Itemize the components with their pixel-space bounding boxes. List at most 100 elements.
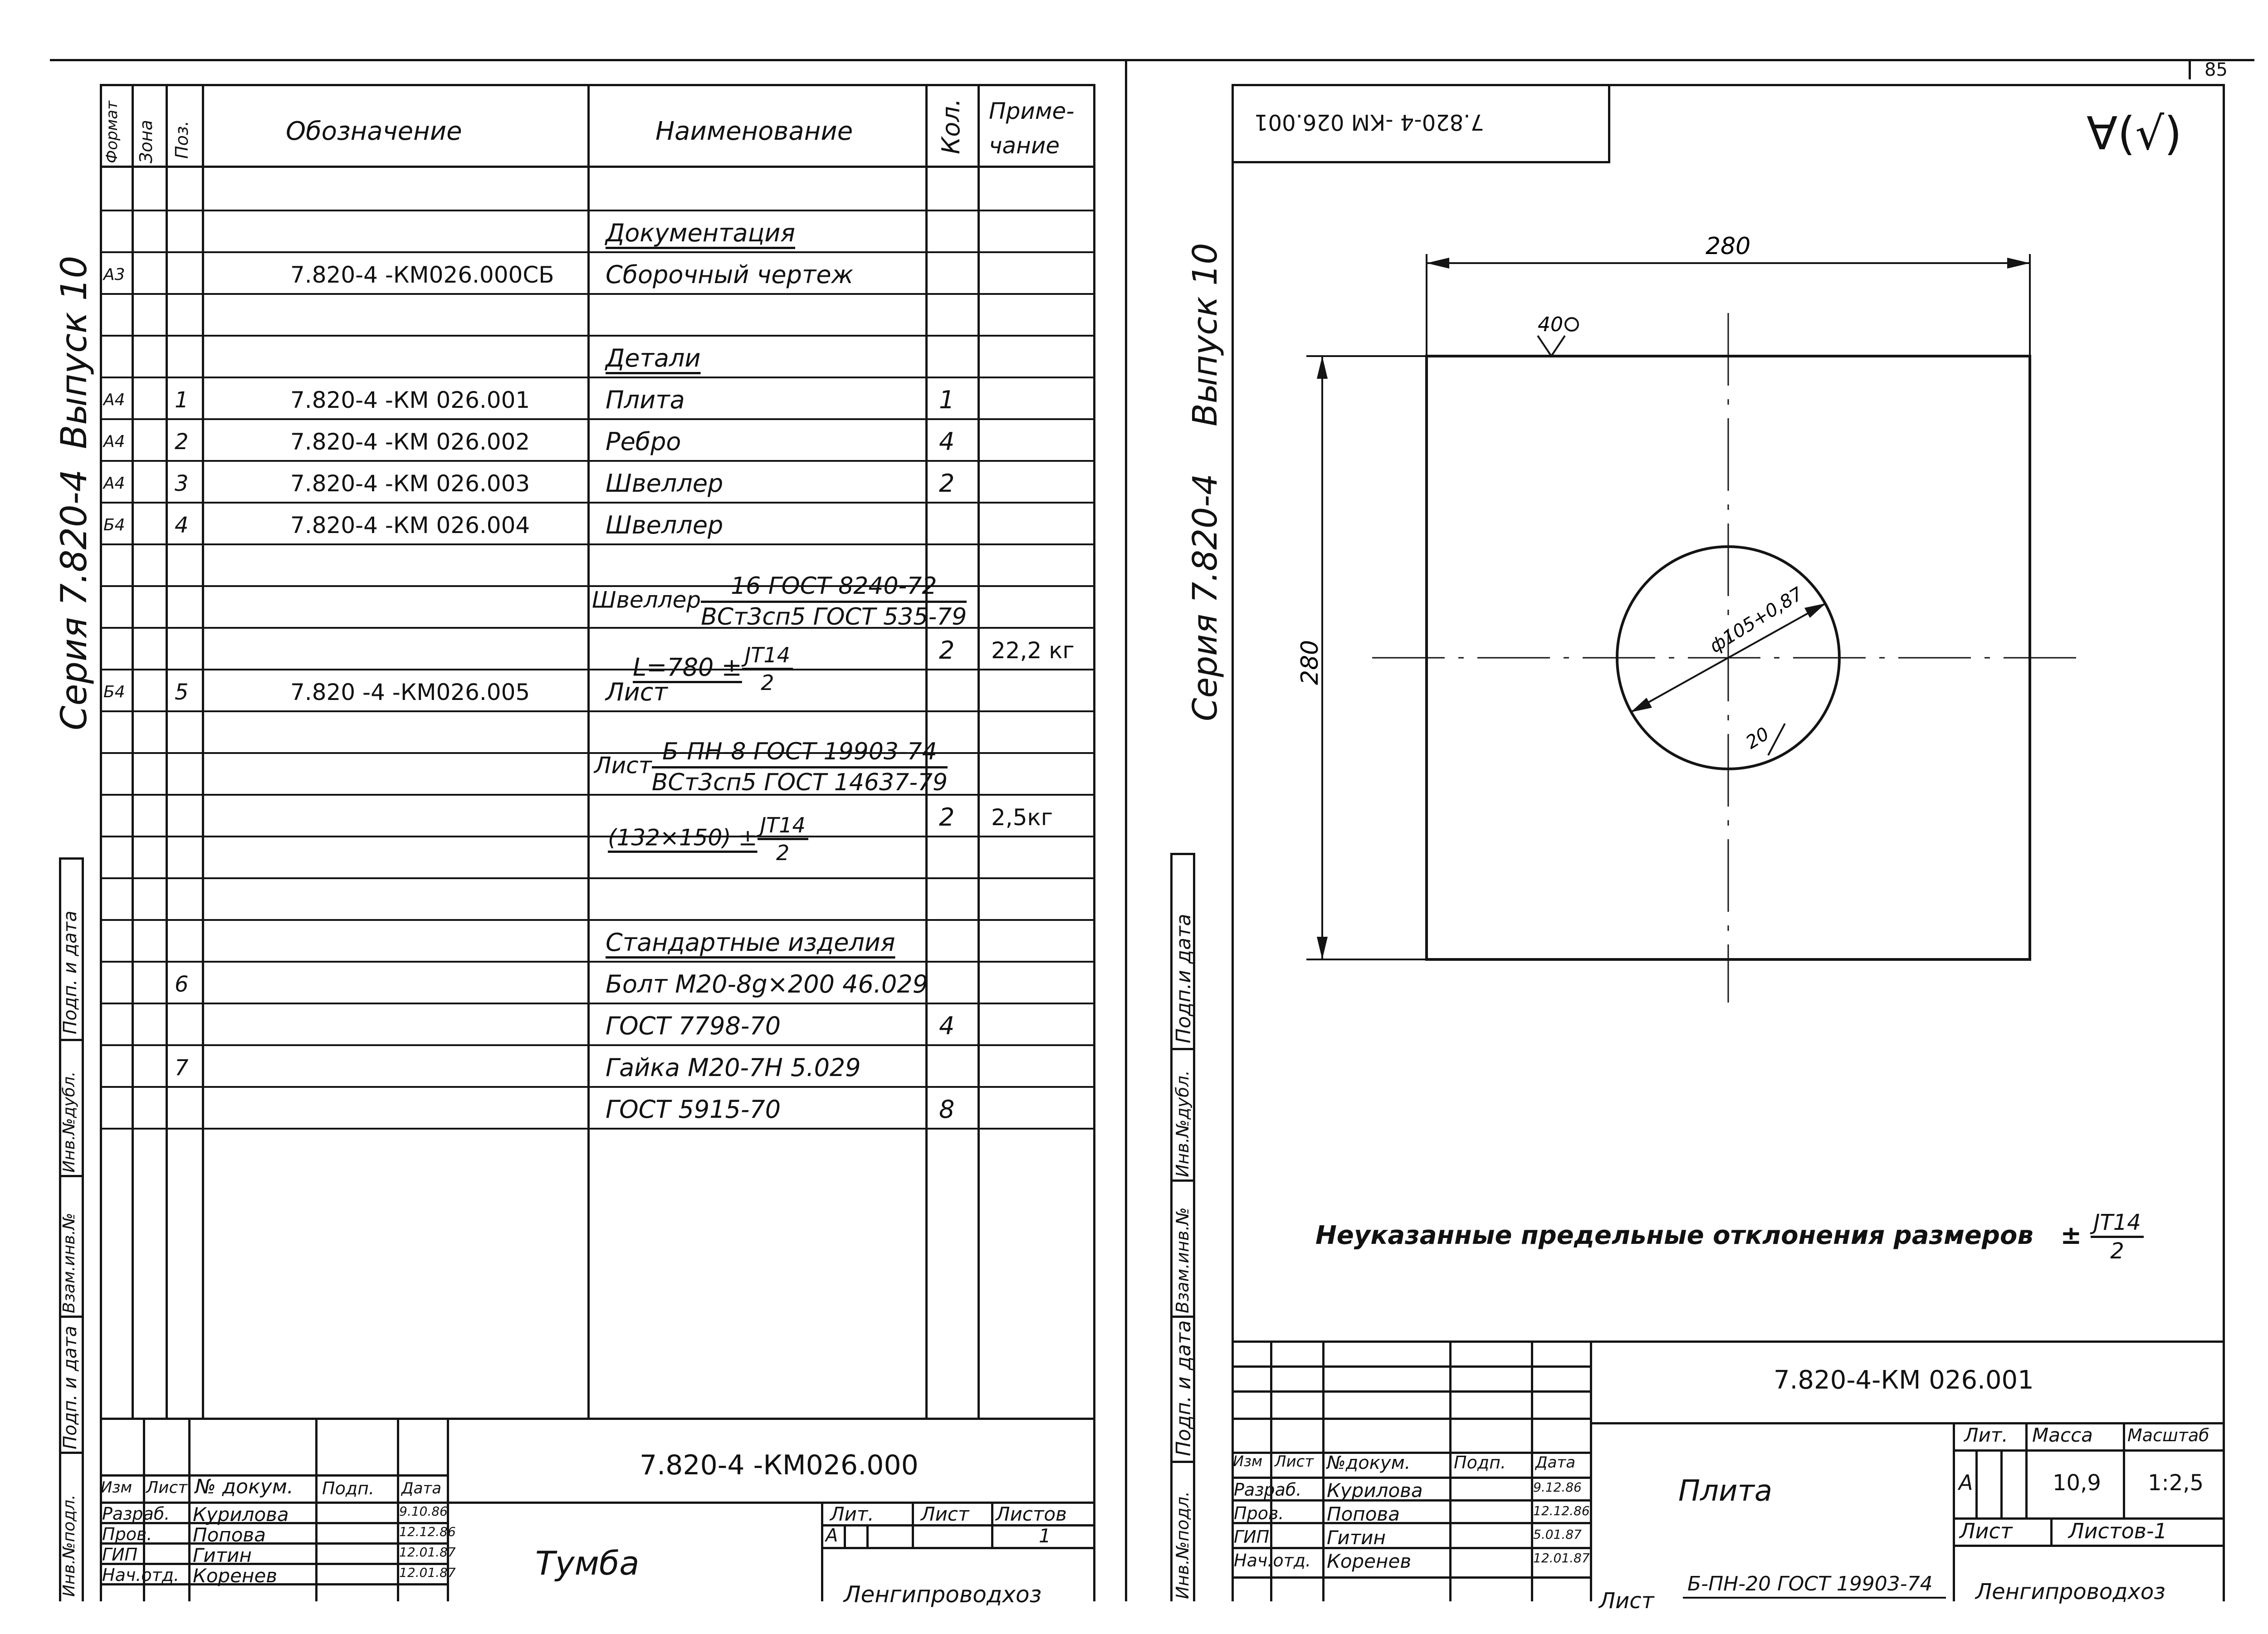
row-format: А4 [103,432,125,451]
signer-role: ГИП [102,1545,138,1565]
tb-rule [1270,1340,1272,1601]
hole-circle [1616,545,1841,770]
part-drawing: 280 280 40 ф105+0,87 20 [1296,233,2084,1003]
stamp-strip-line [1170,1461,1195,1463]
scale-label: Масштаб [2127,1425,2209,1445]
table-row-line [100,1086,1095,1088]
part-name: Плита [1678,1474,1773,1508]
mass-value: 10,9 [2053,1470,2101,1496]
tb-rule [1232,1522,1590,1524]
col-list: Лист [146,1478,188,1497]
tb-rule [315,1418,318,1601]
row-name: Лист [606,678,668,706]
tb-rule [1232,1418,1590,1420]
arrow-right [2007,258,2030,269]
tb-rule [1449,1340,1452,1601]
col-sign-right: Подп. [1454,1453,1506,1473]
sheets-value: 1 [1039,1525,1051,1547]
tb-rule [1232,1452,1590,1454]
table-row-line [100,293,1095,295]
tb-rule [100,1542,447,1545]
tb-rule [100,1583,447,1585]
frame-rule [2223,84,2225,1601]
col-date-right: Дата [1535,1453,1576,1472]
size-2-num: JT14 [757,814,808,841]
table-rule [100,84,102,1601]
tolerance-pm: ± [2060,1221,2082,1251]
hole-arrow-1 [1631,698,1652,712]
top-rule [50,59,2254,61]
table-row-line [100,919,1095,921]
table-rule [925,84,928,1418]
tb-rule [447,1502,1095,1504]
table-row-line [100,460,1095,462]
table-row-line [100,585,1095,587]
sheets-label: Листов [996,1503,1067,1525]
sign-date-label-right: Подп.и дата [1172,914,1195,1043]
doc-code-right: 7.820-4-КМ 026.001 [1774,1365,2034,1395]
tb-rule [100,1502,447,1504]
signer-role: Разраб. [1234,1480,1302,1500]
height-dim: 280 [1296,640,1324,685]
tb-rule [1232,1547,1590,1549]
table-rule [202,84,204,1418]
frame-rule [1232,161,1610,163]
tolerance-den: 2 [2110,1238,2124,1264]
product-name: Тумба [535,1544,640,1582]
signer-date: 9.10.86 [399,1504,448,1519]
corner-code: 7.820-4 -КМ 026.001 [1254,109,1485,135]
signer-name: Коренев [1327,1550,1412,1572]
table-row-line [100,335,1095,337]
frame-rule [1608,84,1610,163]
tb-rule [2000,1449,2003,1517]
sheet-label: Лист [921,1503,969,1525]
tb-rule [1590,1422,2225,1424]
table-rule [100,84,1095,86]
stamp-strip-line [1170,1316,1195,1318]
tb-rule [1232,1340,2225,1343]
row-name: Гайка М20-7Н 5.029 [606,1053,861,1082]
row-position: 7 [175,1055,189,1081]
replace-inv-label-right: Взам.инв.№ [1173,1207,1193,1313]
doc-code: 7.820-4 -КМ026.000 [640,1449,919,1481]
row-format: А4 [103,474,125,493]
signer-date: 12.01.87 [399,1565,456,1580]
page-number-box-left [2189,59,2191,79]
tolerance-note-text: Неуказанные предельные отклонения размер… [1315,1221,2033,1251]
signer-role: ГИП [1234,1527,1270,1547]
length-1-den: 2 [761,670,774,695]
size-2-den: 2 [776,841,790,866]
table-row-line [100,1128,1095,1130]
signer-name: Гитин [1327,1526,1386,1549]
row-position: 5 [175,680,189,705]
row-qty: 8 [939,1095,955,1124]
tb-rule [2123,1422,2125,1517]
table-row-line [100,1044,1095,1046]
signer-role: Разраб. [102,1504,170,1524]
row-designation: 7.820 -4 -КМ026.005 [290,679,530,705]
table-rule [978,84,980,1418]
lit-value: А [826,1525,838,1546]
stamp-strip-line [82,857,84,1601]
signer-name: Попова [193,1524,266,1546]
table-row-line [100,543,1095,545]
row-designation: 7.820-4 -КМ 026.001 [290,387,530,413]
length-1-main: L=780 ± [633,653,742,682]
table-row-line [100,1003,1095,1004]
stamp-strip-line [1170,853,1173,1601]
inv-orig-label-right: Инв.№подл. [1173,1491,1193,1599]
signer-date: 5.01.87 [1533,1527,1582,1542]
table-row-line [100,418,1095,420]
sheet-divider [1125,59,1127,1601]
material-spec: Б-ПН-20 ГОСТ 19903-74 [1687,1572,1933,1595]
row-designation: 7.820-4 -КМ 026.002 [290,429,530,455]
tb-rule [2050,1517,2053,1545]
material-1-bottom: ВСт3сп5 ГОСТ 535-79 [701,603,967,631]
table-row-line [100,210,1095,211]
material-prefix: Лист [1599,1588,1654,1614]
material-2-top: Б-ПН-8 ГОСТ 19903-74 [651,739,948,768]
signer-name: Гитин [193,1544,252,1566]
tb-rule [1953,1545,2225,1547]
